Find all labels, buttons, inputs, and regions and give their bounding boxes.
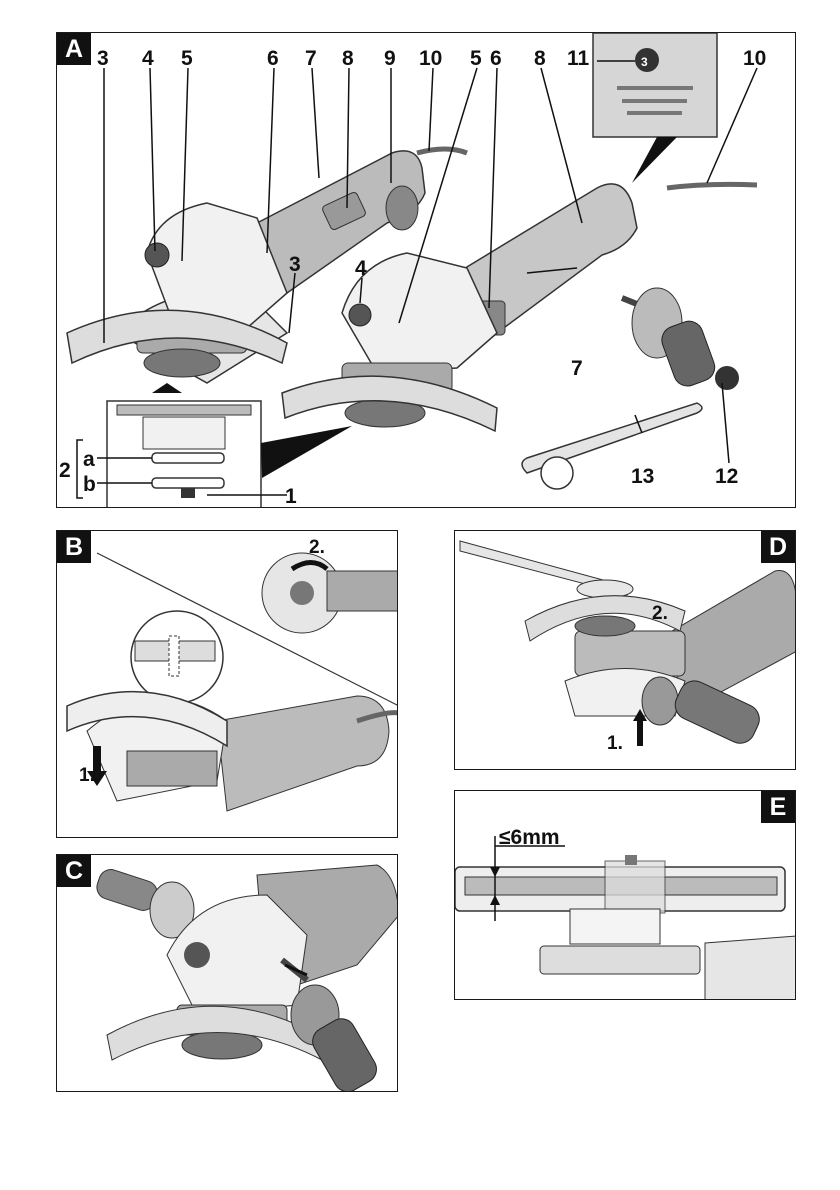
callout-6-right: 6 (490, 47, 502, 70)
callout-2: 2 (59, 459, 71, 482)
step-1-label: 1. (79, 765, 95, 786)
speed-dial-inset (593, 33, 717, 183)
callout-7-left: 7 (305, 47, 317, 70)
panel-a-illustration: 3 4 5 6 7 8 9 10 5 6 8 11 10 3 3 4 7 12 … (57, 33, 796, 508)
callout-5-left: 5 (181, 47, 193, 70)
panel-e-illustration: ≤6mm (455, 791, 796, 1000)
callout-11: 11 (567, 47, 590, 70)
speed-dial-value: 3 (641, 55, 648, 69)
callout-3-right: 3 (289, 253, 301, 276)
figure-panel-c: C (56, 854, 398, 1092)
callout-6-left: 6 (267, 47, 279, 70)
panel-d-illustration: 1. 2. (455, 531, 796, 770)
two-pin-spanner (522, 403, 702, 489)
small-grinder-view (262, 553, 398, 633)
callout-10-left: 10 (419, 47, 442, 70)
step-2-label: 2. (309, 537, 325, 558)
callout-8-right: 8 (534, 47, 546, 70)
callout-4-right: 4 (355, 257, 367, 280)
callout-4-left: 4 (142, 47, 154, 70)
callout-5-right: 5 (470, 47, 482, 70)
figure-panel-b: B 1. 2. (56, 530, 398, 838)
figure-panel-e: E ≤6mm (454, 790, 796, 1000)
callout-3-left: 3 (97, 47, 109, 70)
callout-7-right: 7 (571, 357, 583, 380)
panel-b-illustration: 1. 2. (57, 531, 398, 838)
panel-c-illustration (57, 855, 398, 1092)
disc-thickness-label: ≤6mm (499, 826, 560, 849)
callout-13: 13 (631, 465, 654, 488)
background-handle (94, 866, 194, 938)
figure-panel-a: A (56, 32, 796, 508)
step-1-label-d: 1. (607, 733, 623, 754)
callout-12: 12 (715, 465, 738, 488)
callout-2b: b (83, 473, 96, 496)
auxiliary-handle (622, 288, 739, 390)
callout-2a: a (83, 448, 95, 471)
callout-1: 1 (285, 485, 297, 508)
guard-detail-circle (131, 611, 223, 703)
step-2-label-d: 2. (652, 603, 668, 624)
spanner-d (460, 541, 633, 598)
callout-9: 9 (384, 47, 396, 70)
figure-panel-d: D 1. 2. (454, 530, 796, 770)
auxiliary-handle-d (642, 676, 764, 748)
callout-8-left: 8 (342, 47, 354, 70)
callout-10-right: 10 (743, 47, 766, 70)
